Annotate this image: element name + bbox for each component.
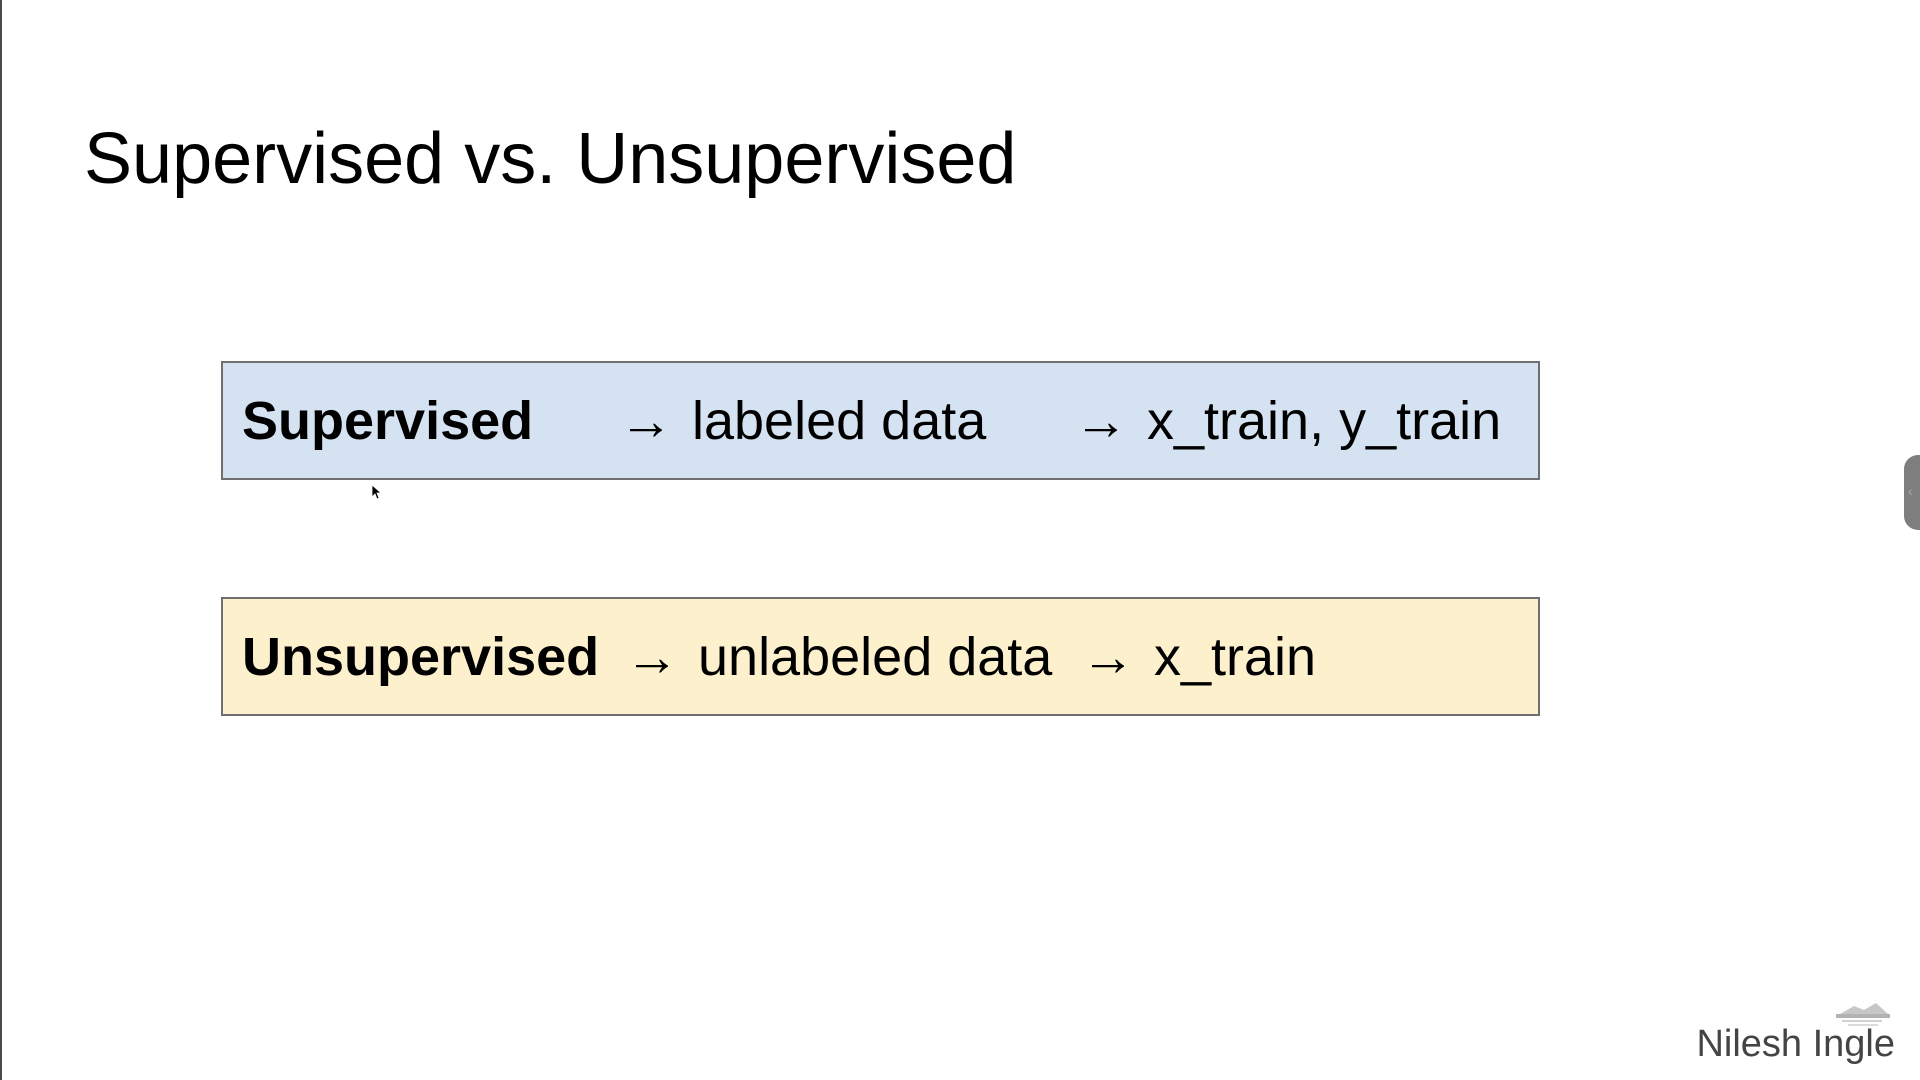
unsupervised-arrow-1: → <box>625 626 679 687</box>
slide-left-border <box>0 0 2 1080</box>
supervised-variables: x_train, y_train <box>1147 390 1502 451</box>
supervised-box: Supervised → labeled data → x_train, y_t… <box>221 361 1540 480</box>
unsupervised-term: Unsupervised <box>242 626 600 687</box>
supervised-description: labeled data <box>692 390 987 451</box>
supervised-arrow-1: → <box>619 390 673 451</box>
mouse-pointer-icon <box>371 484 381 500</box>
unsupervised-arrow-2: → <box>1081 626 1135 687</box>
author-name: Nilesh Ingle <box>1696 1023 1895 1065</box>
chevron-left-icon: ‹ <box>1908 483 1913 499</box>
unsupervised-box: Unsupervised → unlabeled data → x_train <box>221 597 1540 716</box>
supervised-term: Supervised <box>242 390 534 451</box>
side-panel-tab[interactable]: ‹ <box>1904 455 1920 530</box>
slide-title: Supervised vs. Unsupervised <box>84 119 1017 199</box>
supervised-arrow-2: → <box>1074 390 1128 451</box>
unsupervised-variables: x_train <box>1154 626 1317 687</box>
presenter-logo-icon <box>1836 1003 1890 1026</box>
unsupervised-description: unlabeled data <box>698 626 1053 687</box>
